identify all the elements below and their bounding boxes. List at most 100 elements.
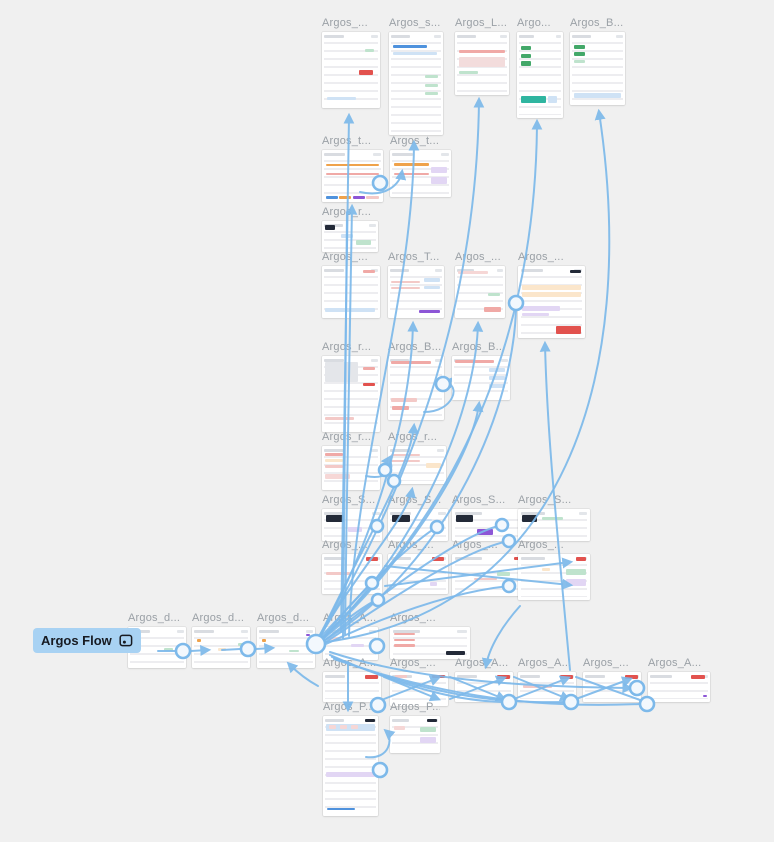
accent-block bbox=[325, 515, 344, 523]
frame-thumbnail[interactable] bbox=[192, 627, 250, 668]
skeleton-header bbox=[259, 630, 280, 633]
frame-thumbnail[interactable] bbox=[257, 627, 315, 668]
frame-label[interactable]: Argos_d... bbox=[192, 612, 245, 624]
frame-thumbnail[interactable] bbox=[455, 32, 509, 95]
accent-block bbox=[489, 368, 506, 373]
flow-start-label[interactable]: Argos Flow bbox=[33, 628, 141, 653]
frame-label[interactable]: Argos_L... bbox=[455, 17, 508, 29]
frame-label[interactable]: Argos_T... bbox=[388, 251, 440, 263]
frame-label[interactable]: Argos_B... bbox=[452, 341, 506, 353]
frame-label[interactable]: Argos_r... bbox=[322, 431, 372, 443]
accent-block bbox=[432, 557, 445, 561]
frame-thumbnail[interactable] bbox=[518, 509, 590, 541]
skeleton-header bbox=[370, 359, 378, 362]
frame-label[interactable]: Argos_... bbox=[518, 251, 564, 263]
frame-thumbnail[interactable] bbox=[390, 716, 440, 753]
accent-block bbox=[391, 280, 421, 284]
frame-label[interactable]: Argos_... bbox=[322, 539, 368, 551]
accent-block bbox=[423, 285, 440, 289]
skeleton-header bbox=[370, 35, 378, 38]
frame-label[interactable]: Argos_s... bbox=[389, 17, 441, 29]
accent-block bbox=[366, 557, 379, 561]
frame-label[interactable]: Argos_d... bbox=[128, 612, 181, 624]
skeleton-rows bbox=[324, 564, 380, 591]
skeleton-header bbox=[457, 35, 476, 38]
accent-block bbox=[575, 557, 587, 561]
frame-thumbnail[interactable] bbox=[390, 627, 470, 659]
frame-thumbnail[interactable] bbox=[323, 627, 378, 660]
skeleton-header bbox=[438, 512, 446, 515]
accent-block bbox=[393, 163, 430, 166]
skeleton-header bbox=[390, 449, 411, 452]
frame-thumbnail[interactable] bbox=[322, 509, 382, 541]
frame-label[interactable]: Argos_S... bbox=[518, 494, 572, 506]
frame-thumbnail[interactable] bbox=[518, 554, 590, 600]
frame-thumbnail[interactable] bbox=[323, 716, 378, 816]
frame-thumbnail[interactable] bbox=[455, 672, 513, 702]
frame-label[interactable]: Argos_... bbox=[455, 251, 501, 263]
frame-thumbnail[interactable] bbox=[389, 32, 443, 135]
accent-block bbox=[326, 97, 356, 101]
skeleton-header bbox=[520, 269, 544, 272]
frame-label[interactable]: Argos_S... bbox=[322, 494, 376, 506]
frame-label[interactable]: Argos_A... bbox=[518, 657, 572, 669]
frame-label[interactable]: Argos_B... bbox=[570, 17, 624, 29]
accent-block bbox=[488, 293, 500, 297]
skeleton-header bbox=[455, 557, 482, 560]
frame-thumbnail[interactable] bbox=[452, 356, 510, 400]
frame-thumbnail[interactable] bbox=[388, 356, 444, 420]
frame-thumbnail[interactable] bbox=[648, 672, 710, 702]
skeleton-header bbox=[324, 449, 345, 452]
frame-label[interactable]: Argos_... bbox=[583, 657, 629, 669]
frame-thumbnail[interactable] bbox=[388, 446, 446, 484]
frame-thumbnail[interactable] bbox=[518, 266, 585, 338]
frame-label[interactable]: Argos_A... bbox=[455, 657, 509, 669]
accent-block bbox=[325, 459, 343, 462]
frame-label[interactable]: Argos_d... bbox=[257, 612, 310, 624]
frame-thumbnail[interactable] bbox=[322, 554, 382, 594]
frame-label[interactable]: Argos_S... bbox=[388, 494, 442, 506]
frame-label[interactable]: Argos_A... bbox=[648, 657, 702, 669]
frame-thumbnail[interactable] bbox=[518, 672, 576, 702]
frame-thumbnail[interactable] bbox=[322, 32, 380, 108]
accent-block bbox=[497, 572, 510, 576]
flow-start-text: Argos Flow bbox=[41, 633, 112, 648]
frame-label[interactable]: Argos_... bbox=[390, 657, 436, 669]
frame-label[interactable]: Argos_A... bbox=[323, 612, 377, 624]
frame-thumbnail[interactable] bbox=[388, 509, 448, 541]
accent-block bbox=[521, 515, 538, 523]
frame-label[interactable]: Argos_... bbox=[322, 17, 368, 29]
frame-thumbnail[interactable] bbox=[322, 356, 380, 432]
frame-thumbnail[interactable] bbox=[570, 32, 625, 105]
accent-block bbox=[325, 416, 355, 420]
frame-thumbnail[interactable] bbox=[517, 32, 563, 118]
frame-label[interactable]: Argos_... bbox=[388, 539, 434, 551]
frame-label[interactable]: Argos_r... bbox=[388, 431, 438, 443]
frame-label[interactable]: Argos_... bbox=[390, 612, 436, 624]
frame-thumbnail[interactable] bbox=[322, 150, 383, 202]
frame-label[interactable]: Argos_r... bbox=[322, 206, 372, 218]
frame-thumbnail[interactable] bbox=[322, 266, 380, 318]
frame-thumbnail[interactable] bbox=[583, 672, 641, 702]
frame-thumbnail[interactable] bbox=[388, 554, 448, 594]
frame-label[interactable]: Argos_B... bbox=[388, 341, 442, 353]
accent-block bbox=[359, 70, 374, 75]
frame-thumbnail[interactable] bbox=[455, 266, 505, 318]
frame-label[interactable]: Argos_P... bbox=[323, 701, 375, 713]
frame-thumbnail[interactable] bbox=[322, 446, 380, 490]
frame-label[interactable]: Argos_A... bbox=[323, 657, 377, 669]
frame-thumbnail[interactable] bbox=[322, 221, 378, 252]
frame-label[interactable]: Argos_t... bbox=[390, 135, 440, 147]
frame-thumbnail[interactable] bbox=[390, 150, 451, 197]
frame-label[interactable]: Argos_... bbox=[518, 539, 564, 551]
frame-label[interactable]: Argos_P... bbox=[390, 701, 440, 713]
frame-label[interactable]: Argos_r... bbox=[322, 341, 372, 353]
accent-block bbox=[520, 61, 531, 66]
frame-label[interactable]: Argos_t... bbox=[322, 135, 372, 147]
frame-label[interactable]: Argo... bbox=[517, 17, 551, 29]
frame-label[interactable]: Argos_... bbox=[322, 251, 368, 263]
frame-thumbnail[interactable] bbox=[388, 266, 444, 318]
frame-thumbnail[interactable] bbox=[323, 672, 381, 702]
accent-block bbox=[305, 633, 310, 637]
